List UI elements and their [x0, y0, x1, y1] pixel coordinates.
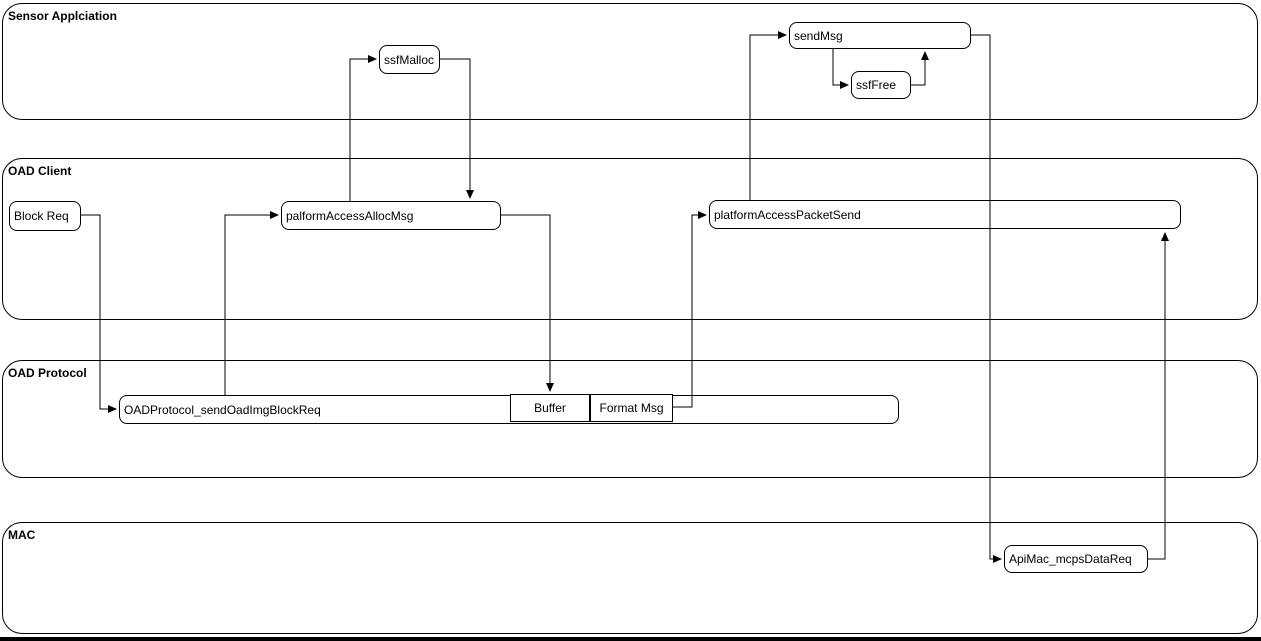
node-oadprotocol-sendoadimgblockreq: OADProtocol_sendOadImgBlockReq: [119, 395, 899, 424]
node-buffer-cell: Buffer: [510, 394, 590, 422]
node-format-msg-label: Format Msg: [599, 401, 664, 415]
container-oad-protocol-label: OAD Protocol: [8, 366, 87, 380]
node-apimac-mcpsdatareq-label: ApiMac_mcpsDataReq: [1009, 552, 1132, 566]
node-oadprotocol-sendoadimgblockreq-label: OADProtocol_sendOadImgBlockReq: [124, 402, 321, 417]
node-block-req-label: Block Req: [14, 209, 69, 223]
node-platformaccesspacketsend-label: platformAccessPacketSend: [714, 207, 861, 222]
node-ssffree: ssfFree: [851, 71, 911, 99]
bottom-edge-bar: [0, 637, 1261, 641]
node-sendmsg: sendMsg: [789, 22, 971, 49]
node-sendmsg-label: sendMsg: [794, 28, 843, 43]
node-palformaccessallocmsg: palformAccessAllocMsg: [281, 201, 501, 230]
container-oad-protocol: OAD Protocol: [2, 360, 1258, 478]
container-mac: MAC: [2, 522, 1258, 634]
node-palformaccessallocmsg-label: palformAccessAllocMsg: [286, 208, 414, 223]
node-ssfmalloc: ssfMalloc: [379, 45, 440, 74]
node-platformaccesspacketsend: platformAccessPacketSend: [709, 200, 1181, 229]
node-buffer-label: Buffer: [534, 401, 566, 415]
node-ssfmalloc-label: ssfMalloc: [384, 52, 435, 67]
container-sensor-application: Sensor Applciation: [2, 3, 1258, 120]
node-apimac-mcpsdatareq: ApiMac_mcpsDataReq: [1004, 545, 1148, 573]
container-mac-label: MAC: [8, 528, 36, 542]
container-sensor-application-label: Sensor Applciation: [8, 9, 117, 23]
container-oad-client: OAD Client: [2, 158, 1258, 320]
node-block-req: Block Req: [9, 201, 81, 231]
node-ssffree-label: ssfFree: [856, 78, 897, 92]
container-oad-client-label: OAD Client: [8, 164, 72, 178]
node-format-msg-cell: Format Msg: [590, 394, 673, 422]
